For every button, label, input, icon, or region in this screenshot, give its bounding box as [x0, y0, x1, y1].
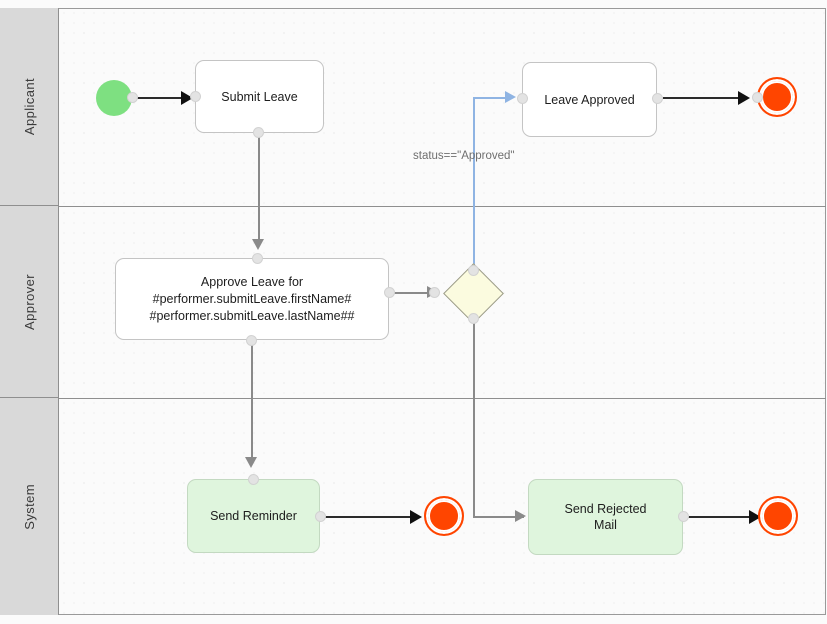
task-approve-leave[interactable]: Approve Leave for #performer.submitLeave… — [115, 258, 389, 340]
lane-divider-1 — [59, 206, 826, 207]
task-submit-leave-port-left[interactable] — [190, 91, 201, 102]
lane-label-system: System — [21, 483, 37, 530]
task-send-reminder-port-top[interactable] — [248, 474, 259, 485]
task-submit-leave-port-bottom[interactable] — [253, 127, 264, 138]
edge-reminder-to-end-arrowhead — [410, 510, 422, 524]
end-event-rejected[interactable] — [758, 496, 798, 536]
task-approve-leave-label-line2: #performer.submitLeave.firstName# — [152, 291, 352, 306]
edge-label-condition-approved: status=="Approved" — [413, 150, 515, 162]
edge-submit-to-approve — [258, 131, 260, 244]
edge-gateway-to-approved-arrowhead — [505, 91, 516, 103]
task-send-reminder-port-right[interactable] — [315, 511, 326, 522]
end-event-approved-port-left[interactable] — [752, 92, 763, 103]
edge-reminder-to-end — [325, 516, 420, 518]
gateway-port-left[interactable] — [429, 287, 440, 298]
end-event-approved-inner — [761, 81, 793, 113]
lane-header-approver[interactable]: Approver — [0, 206, 59, 398]
gateway-port-bottom[interactable] — [468, 313, 479, 324]
edge-gateway-to-rejected-vertical — [473, 318, 475, 518]
start-event-port-right[interactable] — [127, 92, 138, 103]
task-send-reminder-label: Send Reminder — [210, 509, 297, 523]
edge-approved-to-end-arrowhead — [738, 91, 750, 105]
edge-approve-to-reminder — [251, 340, 253, 462]
task-submit-leave[interactable]: Submit Leave — [195, 60, 324, 133]
task-send-rejected-mail-label-line2: Mail — [594, 518, 617, 532]
task-approve-leave-port-bottom[interactable] — [246, 335, 257, 346]
task-send-rejected-mail[interactable]: Send Rejected Mail — [528, 479, 683, 555]
end-event-reminder-inner — [428, 500, 460, 532]
edge-gateway-to-rejected-arrowhead — [515, 510, 526, 522]
edge-rejected-to-end — [687, 516, 762, 518]
edge-start-to-submit — [133, 97, 188, 99]
task-approve-leave-port-right[interactable] — [384, 287, 395, 298]
task-leave-approved-port-left[interactable] — [517, 93, 528, 104]
end-event-approved[interactable] — [757, 77, 797, 117]
task-send-reminder[interactable]: Send Reminder — [187, 479, 320, 553]
lane-header-system[interactable]: System — [0, 398, 59, 615]
edge-submit-to-approve-arrowhead — [252, 239, 264, 250]
edge-gateway-to-approved-vertical — [473, 98, 475, 270]
task-approve-leave-label-line1: Approve Leave for — [200, 274, 304, 289]
edge-approved-to-end — [663, 97, 748, 99]
task-send-rejected-mail-port-right[interactable] — [678, 511, 689, 522]
task-submit-leave-label: Submit Leave — [221, 89, 298, 104]
task-leave-approved[interactable]: Leave Approved — [522, 62, 657, 137]
gateway-port-top[interactable] — [468, 265, 479, 276]
task-approve-leave-port-top[interactable] — [252, 253, 263, 264]
lane-label-approver: Approver — [21, 273, 37, 330]
edge-approve-to-reminder-arrowhead — [245, 457, 257, 468]
end-event-rejected-inner — [762, 500, 794, 532]
task-leave-approved-port-right[interactable] — [652, 93, 663, 104]
edge-approve-to-gateway — [389, 292, 435, 294]
end-event-reminder[interactable] — [424, 496, 464, 536]
task-leave-approved-label: Leave Approved — [544, 92, 635, 107]
start-event[interactable] — [96, 80, 132, 116]
edge-gateway-to-rejected-horizontal — [473, 516, 524, 518]
lane-divider-2 — [59, 398, 826, 399]
lane-header-applicant[interactable]: Applicant — [0, 8, 59, 206]
edge-gateway-to-approved-horizontal — [473, 97, 512, 99]
task-send-rejected-mail-label-line1: Send Rejected — [564, 502, 647, 516]
task-approve-leave-label-line3: #performer.submitLeave.lastName## — [149, 308, 355, 323]
lane-label-applicant: Applicant — [21, 77, 37, 136]
